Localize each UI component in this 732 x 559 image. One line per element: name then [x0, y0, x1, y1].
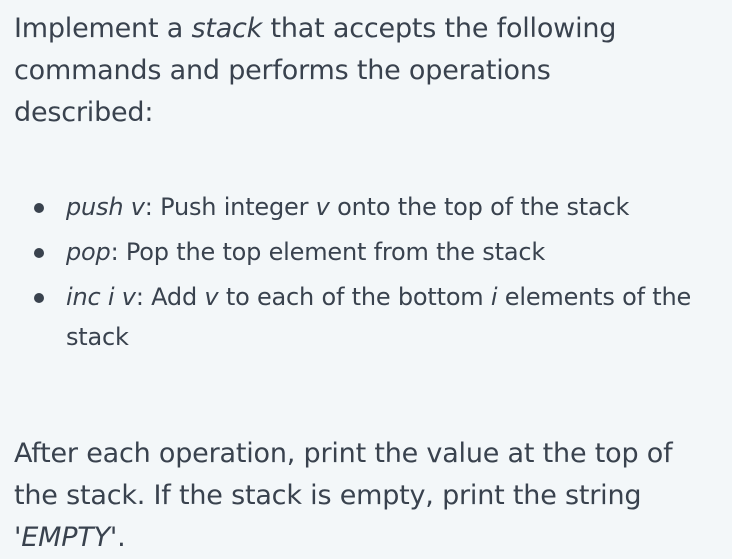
- command-desc-push-start: : Push integer: [144, 193, 316, 221]
- outro-paragraph: After each operation, print the value at…: [14, 433, 714, 559]
- command-text-push: push v: Push integer v onto the top of t…: [66, 187, 714, 227]
- bullet-icon: [34, 248, 44, 258]
- command-var-push: v: [315, 193, 330, 221]
- command-var-i: i: [490, 283, 498, 311]
- command-var-v: v: [204, 283, 219, 311]
- outro-text-start: After each operation, print the value at…: [14, 438, 673, 553]
- intro-text-end: that accepts the following commands and …: [14, 13, 617, 128]
- command-text-inc: inc i v: Add v to each of the bottom i e…: [66, 277, 714, 357]
- command-desc-inc-end: elements of the stack: [66, 283, 692, 351]
- command-name-inc: inc i v: [66, 283, 136, 311]
- command-list: push v: Push integer v onto the top of t…: [14, 187, 714, 357]
- empty-emphasis: EMPTY: [21, 522, 110, 553]
- command-desc-inc-start: : Add: [135, 283, 205, 311]
- command-name-push: push v: [66, 193, 145, 221]
- command-item-push: push v: Push integer v onto the top of t…: [14, 187, 714, 227]
- stack-emphasis: stack: [191, 13, 263, 44]
- command-desc-inc-middle: to each of the bottom: [218, 283, 491, 311]
- command-text-pop: pop: Pop the top element from the stack: [66, 232, 714, 272]
- command-name-pop: pop: [66, 238, 111, 266]
- command-item-inc: inc i v: Add v to each of the bottom i e…: [14, 277, 714, 357]
- bullet-icon: [34, 293, 44, 303]
- intro-paragraph: Implement a stack that accepts the follo…: [14, 8, 694, 134]
- outro-text-end: '.: [109, 522, 126, 553]
- command-item-pop: pop: Pop the top element from the stack: [14, 232, 714, 272]
- command-desc-push-end: onto the top of the stack: [329, 193, 630, 221]
- bullet-icon: [34, 203, 44, 213]
- intro-text-start: Implement a: [14, 13, 192, 44]
- command-desc-pop: : Pop the top element from the stack: [110, 238, 546, 266]
